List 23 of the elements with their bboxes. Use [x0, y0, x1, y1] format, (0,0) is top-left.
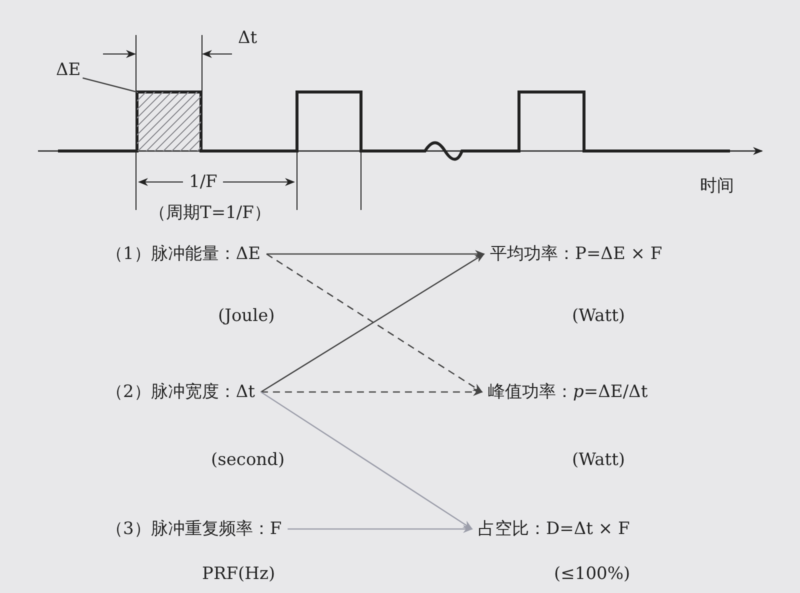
formula-label: 峰值功率：p=ΔE/Δt — [482, 382, 654, 402]
leader-line — [82, 77, 138, 93]
unit-label: (≤100%) — [553, 564, 632, 584]
axis-label: 时间 — [699, 176, 735, 196]
unit-label: (second) — [210, 450, 286, 470]
arrow — [260, 391, 473, 530]
arrow — [260, 388, 483, 396]
arrow — [288, 525, 473, 533]
unit-label: (Watt) — [571, 306, 626, 326]
quantity-label: （3）脉冲重复频率：F — [100, 519, 288, 539]
symbol-label: ΔE — [50, 60, 87, 80]
unit-label: PRF(Hz) — [201, 564, 276, 584]
quantity-label: （1）脉冲能量：ΔE — [100, 244, 267, 264]
quantity-label: （2）脉冲宽度：Δt — [100, 382, 261, 402]
formula-label: 平均功率：P=ΔE × F — [484, 244, 668, 264]
unit-label: (Watt) — [571, 450, 626, 470]
period-label: （周期T=1/F） — [148, 203, 272, 223]
symbol-label: Δt — [237, 28, 258, 48]
hatched-pulse — [137, 92, 201, 151]
dimension-label: 1/F — [183, 172, 224, 192]
arrow — [266, 250, 485, 258]
unit-label: (Joule) — [217, 306, 276, 326]
formula-label: 占空比：D=Δt × F — [472, 519, 636, 539]
